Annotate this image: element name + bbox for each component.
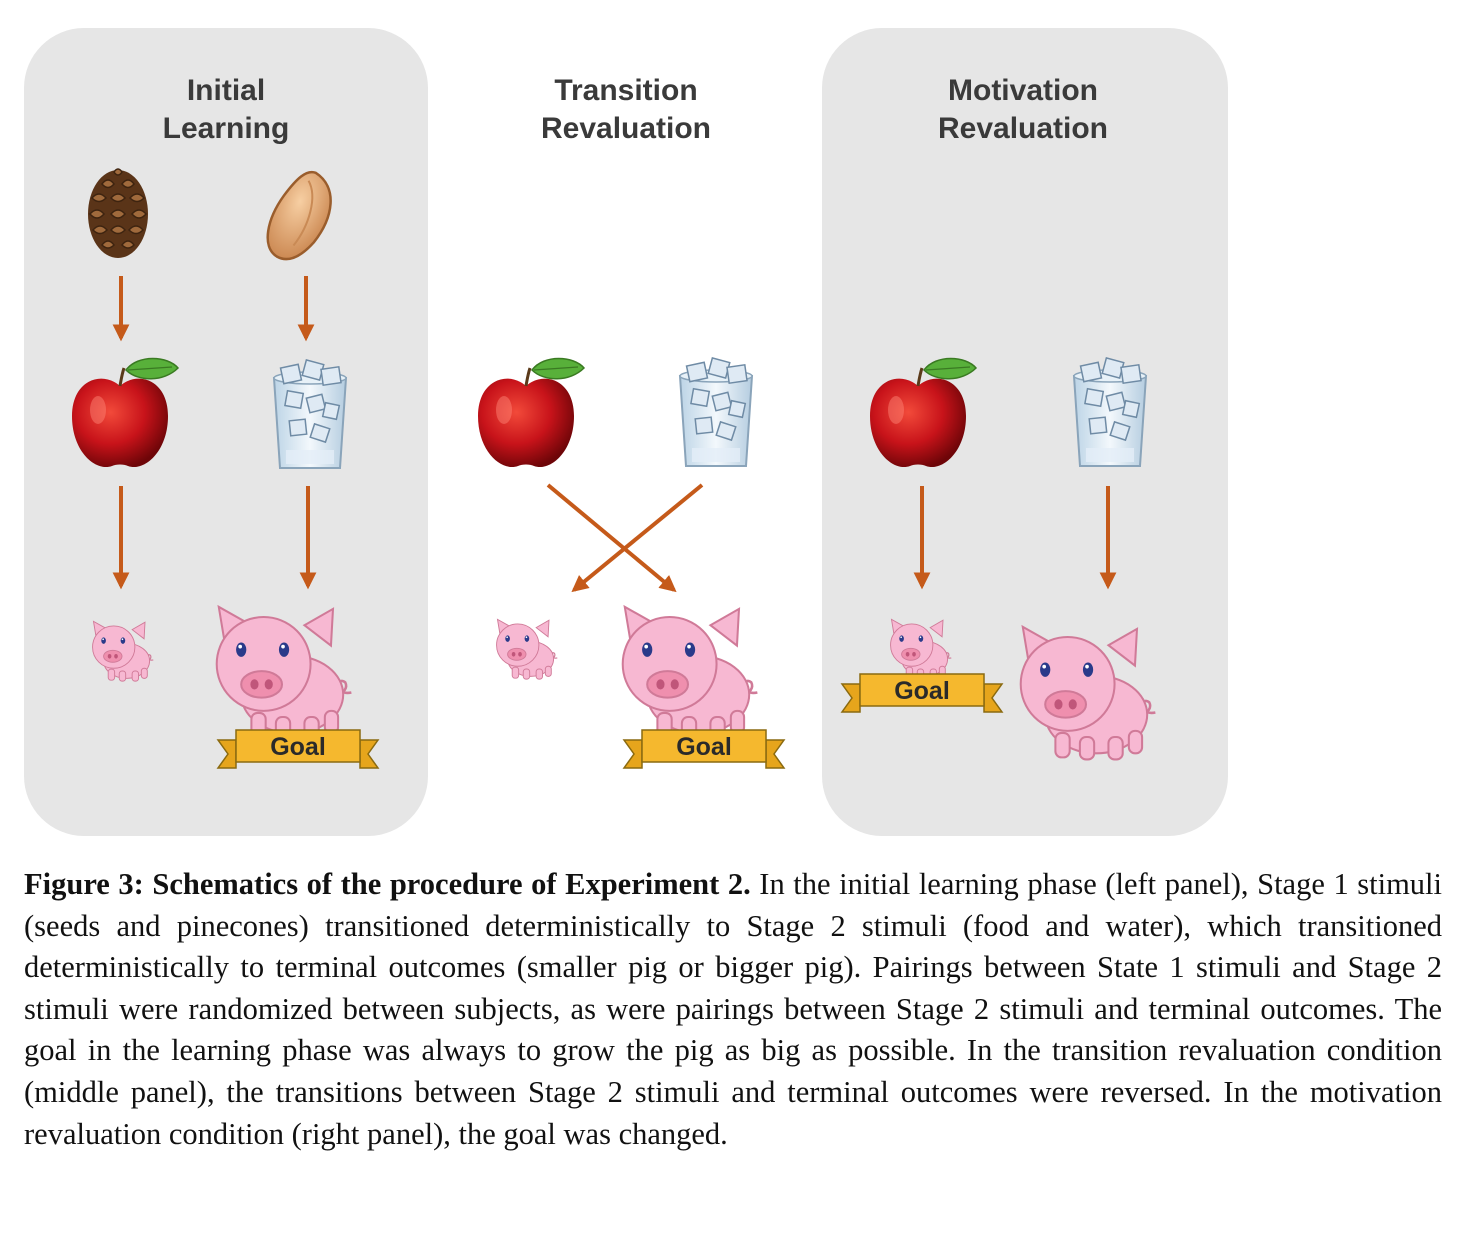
panel-motivation: Goal <box>841 356 1157 761</box>
water-glass-icon <box>1073 356 1147 467</box>
panel-title-line: Initial <box>186 74 266 107</box>
panel-initial: Goal <box>70 162 379 769</box>
big-pig-icon <box>621 605 759 741</box>
caption-label: Figure 3: Schematics of the procedure of… <box>24 867 751 901</box>
water-glass-icon <box>273 358 347 469</box>
panel-title-transition: Transition Revaluation <box>476 72 776 148</box>
goal-label: Goal <box>894 677 950 705</box>
figure-caption: Figure 3: Schematics of the procedure of… <box>24 864 1442 1155</box>
caption-text: In the initial learning phase (left pane… <box>24 867 1442 1151</box>
goal-banner: Goal <box>841 673 1003 713</box>
panel-title-initial: Initial Learning <box>76 72 376 148</box>
water-glass-icon <box>679 356 753 467</box>
apple-icon <box>476 357 586 469</box>
goal-label: Goal <box>270 733 326 761</box>
panel-title-line: Motivation <box>948 74 1098 107</box>
panel-title-line: Revaluation <box>937 112 1109 145</box>
arrow <box>546 483 677 593</box>
arrow <box>571 483 704 593</box>
panel-title-line: Learning <box>162 112 290 145</box>
goal-banner: Goal <box>623 729 785 769</box>
goal-banner: Goal <box>217 729 379 769</box>
goal-label: Goal <box>676 733 732 761</box>
panel-title-motivation: Motivation Revaluation <box>873 72 1173 148</box>
panel-transition: Goal <box>476 356 785 769</box>
figure-3: Goal Goal Goal <box>24 28 1228 836</box>
panel-title-line: Transition <box>554 74 698 107</box>
panel-title-line: Revaluation <box>540 112 712 145</box>
small-pig-icon <box>495 618 558 680</box>
figure-graphic: Goal Goal Goal <box>24 28 1228 836</box>
